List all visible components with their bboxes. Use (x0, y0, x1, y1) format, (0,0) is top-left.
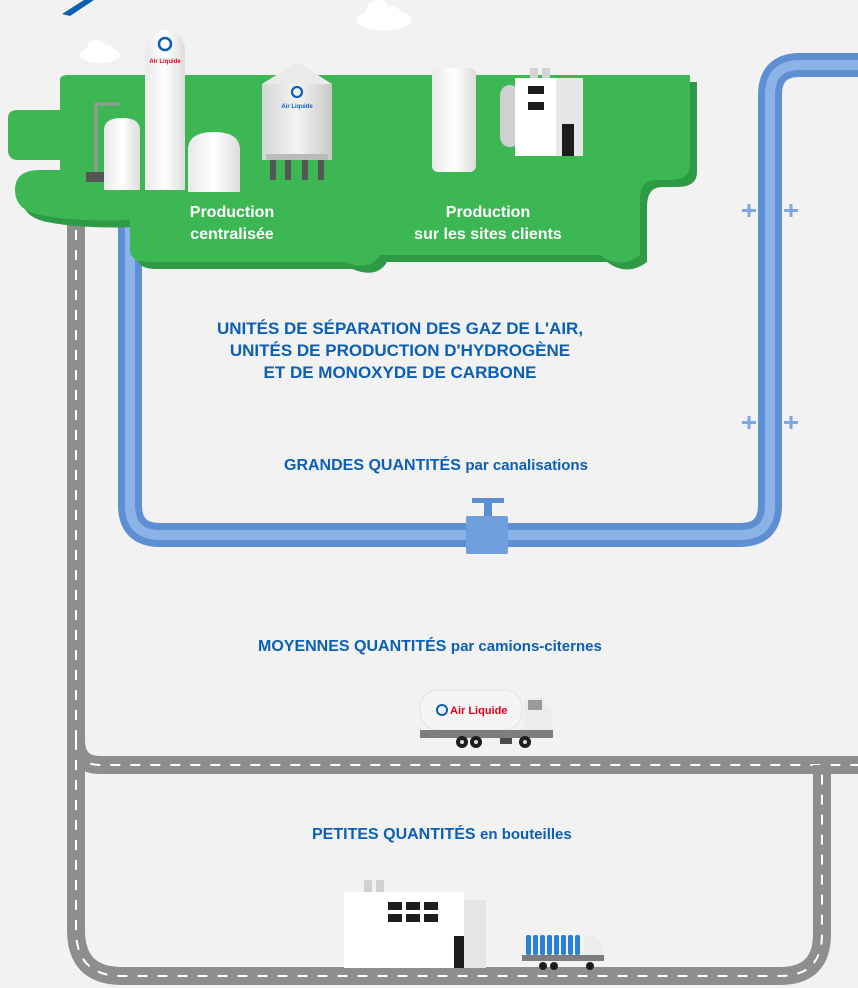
small-quantities-label: PETITES QUANTITÉS en bouteilles (312, 826, 572, 843)
production-units-heading: UNITÉS DE SÉPARATION DES GAZ DE L'AIR, U… (216, 319, 584, 382)
tanker-truck-icon: Air Liquide (419, 689, 553, 748)
air-liquide-logo-icon (290, 85, 304, 99)
centralized-plant: Air Liquide Air Liquide (86, 30, 332, 192)
road-network (67, 210, 858, 985)
label-onsite-production: Production sur les sites clients (414, 204, 562, 243)
swoosh-fragment (62, 0, 94, 16)
medium-quantities-label: MOYENNES QUANTITÉS par camions-citernes (258, 638, 602, 655)
factory-icon (344, 880, 486, 968)
svg-text:Air Liquide: Air Liquide (149, 59, 181, 65)
pipe-joint-icon (742, 204, 798, 429)
pipeline (118, 53, 858, 554)
air-liquide-logo-icon (157, 36, 173, 52)
svg-text:Air Liquide: Air Liquide (281, 104, 313, 110)
svg-text:Air Liquide: Air Liquide (450, 705, 507, 717)
air-separation-tower: Air Liquide (145, 30, 185, 190)
silo: Air Liquide (262, 62, 332, 180)
label-centralized-production: Production centralisée (189, 204, 275, 243)
cloud-icon (356, 0, 412, 30)
large-quantities-label: GRANDES QUANTITÉS par canalisations (284, 457, 588, 474)
onsite-plant (432, 68, 583, 172)
cylinder-truck-icon (522, 935, 604, 970)
valve-icon (466, 498, 508, 554)
cloud-icon (80, 40, 120, 63)
